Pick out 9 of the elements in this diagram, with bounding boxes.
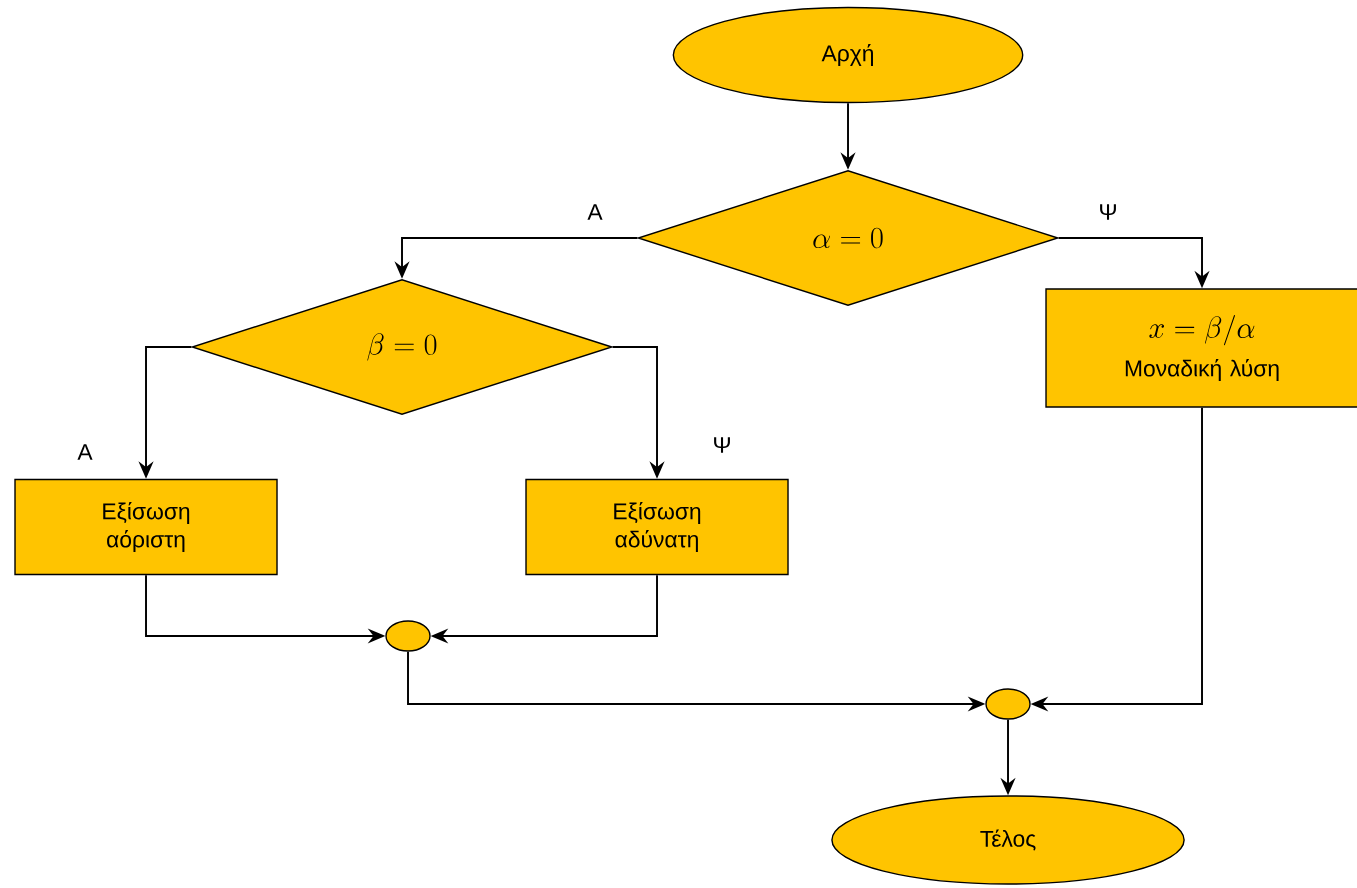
edge-label: Ψ — [714, 437, 730, 453]
connector-circle — [385, 620, 431, 652]
process-box: Εξίσωση αόριστη — [14, 478, 278, 576]
process-box: Εξίσωση αδύνατη — [525, 478, 789, 576]
connector-circle — [985, 688, 1031, 720]
edge-label: Α — [587, 204, 603, 220]
process-box: $x = \beta / \alpha$ Μοναδική λύση — [1045, 288, 1357, 408]
edge-label: Α — [77, 444, 93, 460]
edge-label: Ψ — [1100, 204, 1116, 220]
